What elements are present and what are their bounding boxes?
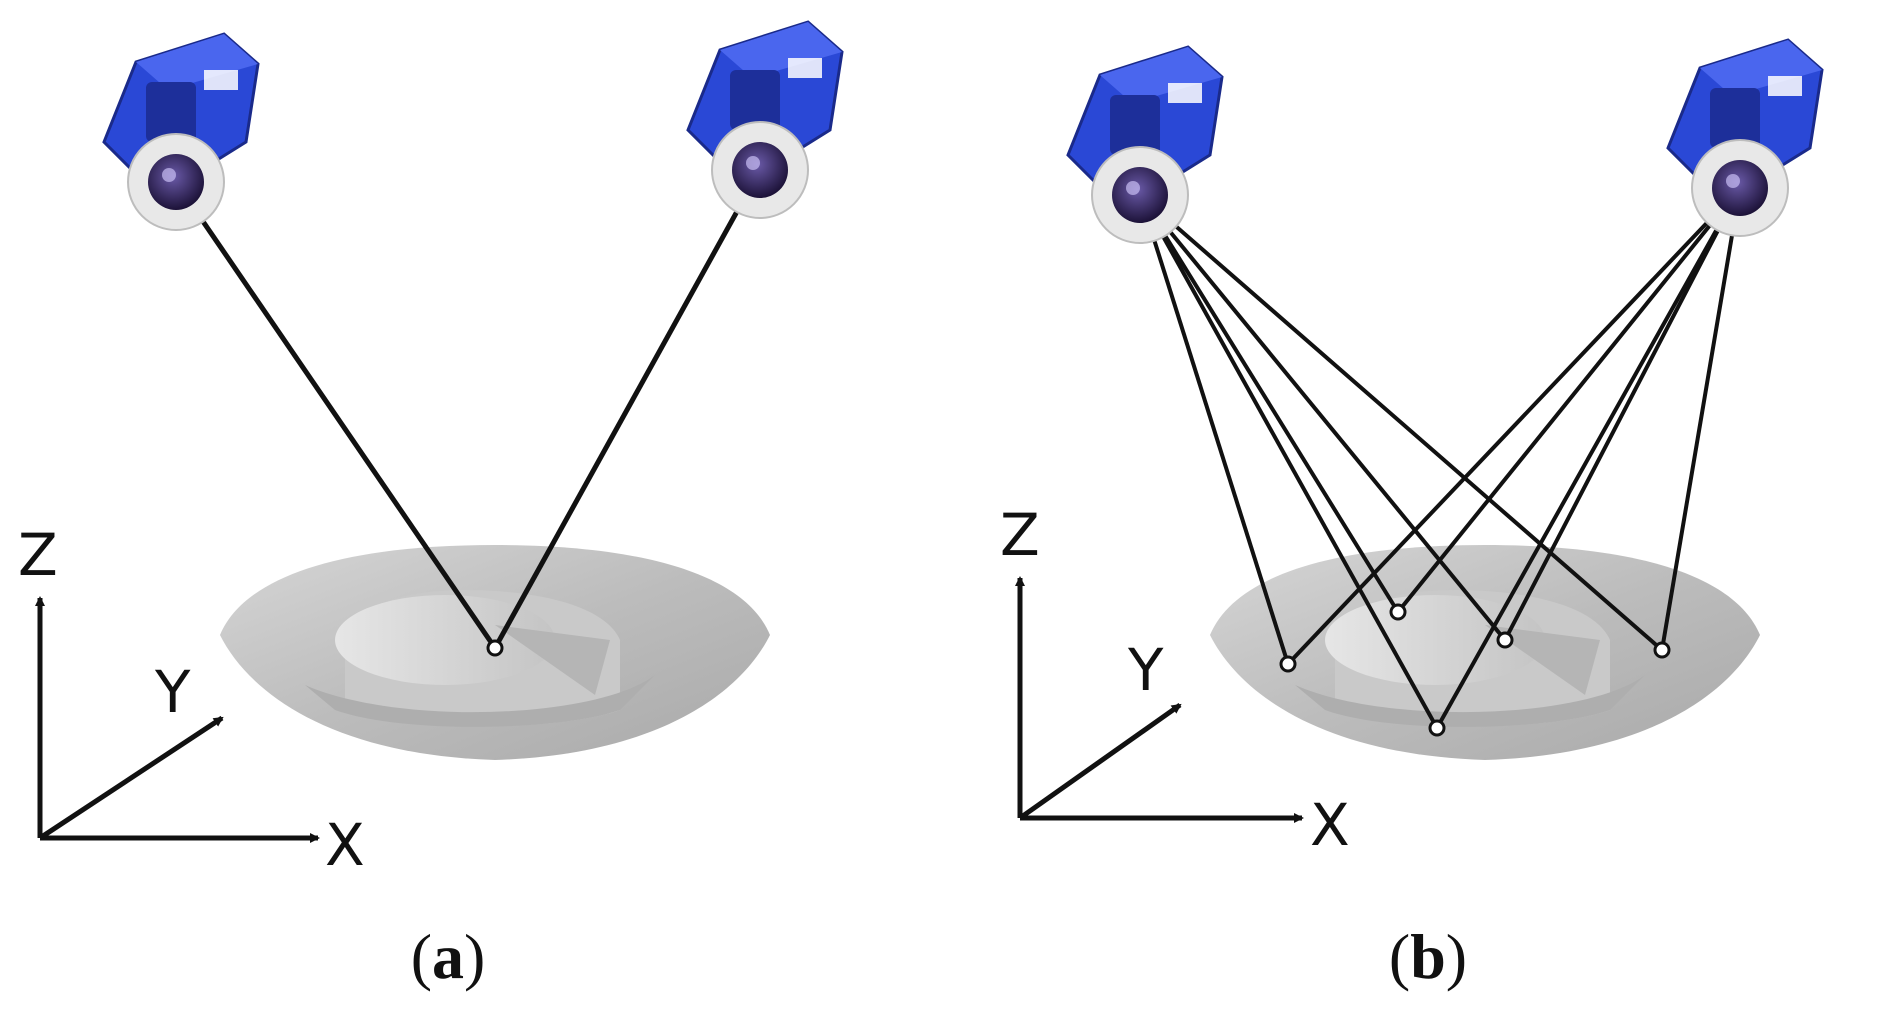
target-point-b (1389, 603, 1407, 621)
axis-label-z: Z (1000, 501, 1040, 569)
axis-label-z: Z (18, 521, 58, 589)
target-point-b (1653, 641, 1671, 659)
coordinate-axes-a: Z X Y (18, 521, 365, 879)
coordinate-axes-b: Z X Y (1000, 501, 1350, 859)
target-point-b (1279, 655, 1297, 673)
camera-icon (1666, 38, 1824, 238)
axis-label-y: Y (154, 658, 191, 726)
camera-icon (102, 32, 260, 232)
sight-line-a-right (492, 168, 763, 650)
panel-caption-b: (b) (1389, 921, 1467, 992)
target-point-b (1496, 631, 1514, 649)
axis-label-y: Y (1127, 636, 1164, 704)
camera-icon (1066, 45, 1224, 245)
panel-b: Z X Y (b) (1000, 38, 1824, 992)
sight-line-a-left (173, 180, 498, 650)
camera-icon (686, 20, 844, 220)
axis-label-x: X (325, 811, 365, 879)
panel-caption-a: (a) (411, 921, 486, 992)
axis-label-x: X (1310, 791, 1350, 859)
target-point-b (1428, 719, 1446, 737)
target-point-a (486, 639, 504, 657)
surface-model-b (1210, 545, 1760, 760)
sight-lines-b (1138, 186, 1742, 729)
panel-a: Z X Y (a) (18, 20, 844, 992)
